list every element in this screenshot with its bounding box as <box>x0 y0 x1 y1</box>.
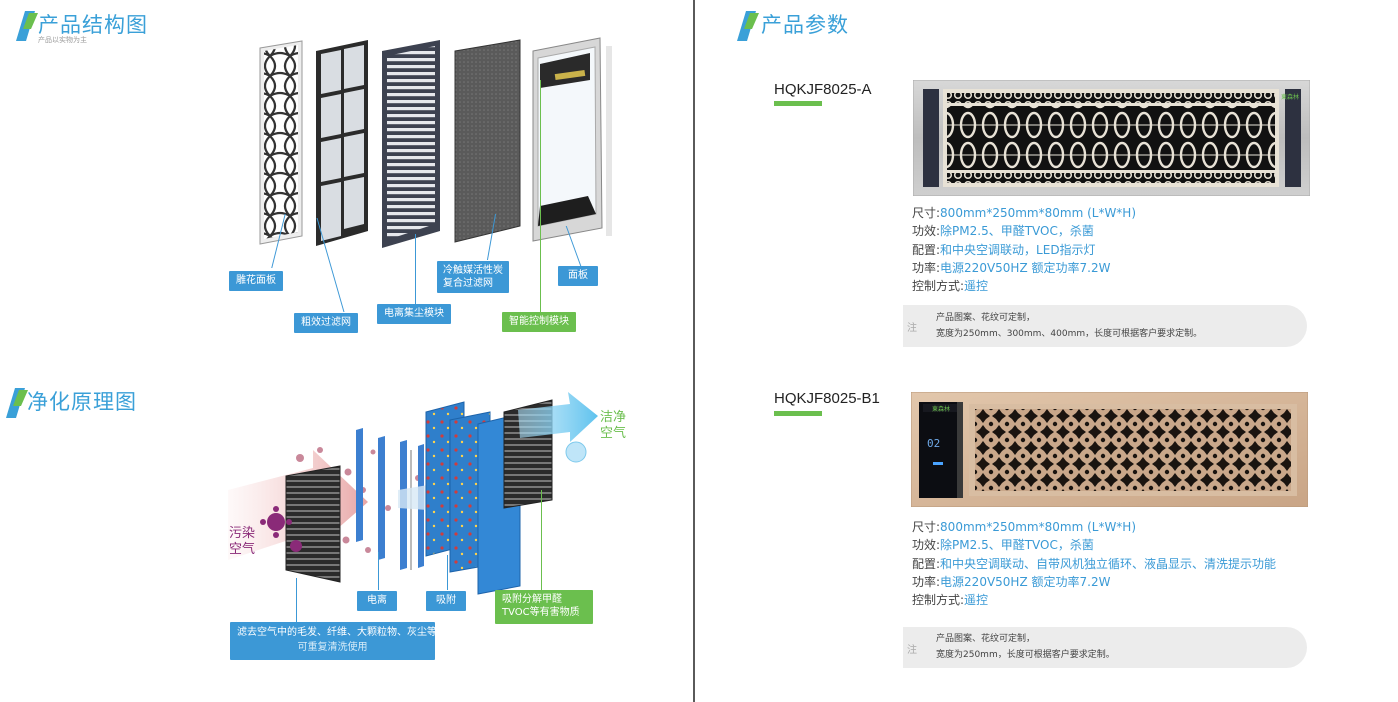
spec-row: 配置:和中央空调联动，LED指示灯 <box>912 242 1096 257</box>
label-decompose-line1: 吸附分解甲醛 <box>502 594 562 605</box>
structure-title: 产品结构图 <box>38 13 148 37</box>
spec-row: 尺寸:800mm*250mm*80mm (L*W*H) <box>912 520 1137 534</box>
label-decompose: 吸附分解甲醛 TVOC等有害物质 <box>495 590 593 624</box>
clean-air-label: 洁净 空气 <box>600 410 626 442</box>
page-divider <box>693 0 695 702</box>
section-mark-icon <box>6 388 28 418</box>
product-a-image: 東森林 <box>913 80 1310 196</box>
params-title: 产品参数 <box>761 13 849 37</box>
filter-leader <box>296 578 297 622</box>
principle-title: 净化原理图 <box>27 390 137 414</box>
spec-row: 控制方式:遥控 <box>912 593 989 608</box>
section-mark-icon <box>16 11 38 41</box>
note-text: 产品图案、花纹可定制， 宽度为250mm、300mm、400mm，长度可根据客户… <box>936 313 1203 339</box>
carbon-filter-layer <box>454 39 521 243</box>
filter-layers-illustration <box>259 37 612 248</box>
label-smart-module: 智能控制模块 <box>502 312 576 332</box>
label-carbon-line1: 冷触媒活性炭 <box>443 265 503 276</box>
product-b1-note: 注 产品图案、花纹可定制， 宽度为250mm，长度可根据客户要求定制。 <box>903 627 1307 668</box>
label-carbon-line2: 复合过滤网 <box>443 278 493 289</box>
product-b1-logo: 東森林 <box>932 405 950 413</box>
ion-leader <box>415 234 416 304</box>
clean-air-line2: 空气 <box>600 426 627 441</box>
spec-row: 功效:除PM2.5、甲醛TVOC，杀菌 <box>912 224 1094 239</box>
spec-row: 尺寸:800mm*250mm*80mm (L*W*H) <box>912 206 1137 220</box>
principle-coarse-filter <box>285 465 341 583</box>
product-b1-model-underline <box>774 411 822 416</box>
product-b1-image: 東森林 02 <box>911 392 1308 507</box>
spec-row: 功率:电源220V50HZ 额定功率7.2W <box>912 260 1111 275</box>
clean-air-line1: 洁净 <box>600 410 627 425</box>
product-b1-display: 02 <box>927 437 940 450</box>
label-carbon-filter: 冷触媒活性炭 复合过滤网 <box>437 261 509 293</box>
spec-row: 功率:电源220V50HZ 额定功率7.2W <box>912 574 1111 589</box>
product-a-logo: 東森林 <box>1281 93 1299 101</box>
product-a-specs: 尺寸:800mm*250mm*80mm (L*W*H) 功效:除PM2.5、甲醛… <box>912 204 1136 295</box>
label-decompose-line2: TVOC等有害物质 <box>502 607 580 618</box>
label-panel: 面板 <box>558 266 598 286</box>
polluted-air-label: 污染 空气 <box>229 526 255 558</box>
product-b1-specs: 尺寸:800mm*250mm*80mm (L*W*H) 功效:除PM2.5、甲醛… <box>912 518 1276 609</box>
structure-subtitle: 产品以实物为主 <box>38 36 87 44</box>
spec-row: 功效:除PM2.5、甲醛TVOC，杀菌 <box>912 538 1094 553</box>
section-mark-icon <box>737 11 759 41</box>
note-mark: 注 <box>907 645 917 656</box>
note-text: 产品图案、花纹可定制， 宽度为250mm，长度可根据客户要求定制。 <box>936 634 1115 660</box>
decompose-leader <box>541 490 542 590</box>
spec-row: 配置:和中央空调联动、自带风机独立循环、液晶显示、清洗提示功能 <box>912 556 1277 571</box>
product-a-note: 注 产品图案、花纹可定制， 宽度为250mm、300mm、400mm，长度可根据… <box>903 305 1307 347</box>
product-a-model-underline <box>774 101 822 106</box>
label-carved-panel: 雕花面板 <box>229 271 283 291</box>
clean-bubble-icon <box>565 441 587 463</box>
product-a-model: HQKJF8025-A <box>774 81 872 98</box>
label-ion-module: 电离集尘模块 <box>377 304 451 324</box>
polluted-air-line1: 污染 <box>229 526 256 541</box>
product-b1-model: HQKJF8025-B1 <box>774 390 880 407</box>
carved-panel-lattice <box>264 45 298 239</box>
label-adsorb: 吸附 <box>426 591 466 611</box>
adsorb-leader <box>447 555 448 590</box>
ion-module-louver <box>387 46 435 240</box>
clean-air-arrow <box>518 392 598 442</box>
label-coarse-filter: 粗效过滤网 <box>294 313 358 333</box>
germ-icon <box>260 506 302 552</box>
spec-row: 控制方式:遥控 <box>912 279 989 294</box>
ionize-leader <box>378 552 379 590</box>
label-filter-line1: 滤去空气中的毛发、纤维、大颗粒物、灰尘等 <box>237 627 437 638</box>
polluted-air-line2: 空气 <box>229 542 256 557</box>
label-filter-line2: 可重复清洗使用 <box>297 642 368 653</box>
label-coarse-filter-function: 滤去空气中的毛发、纤维、大颗粒物、灰尘等 可重复清洗使用 <box>230 622 437 660</box>
purification-illustration <box>228 392 598 595</box>
smart-leader <box>540 80 541 312</box>
note-mark: 注 <box>907 323 917 334</box>
label-ionize: 电离 <box>357 591 397 611</box>
